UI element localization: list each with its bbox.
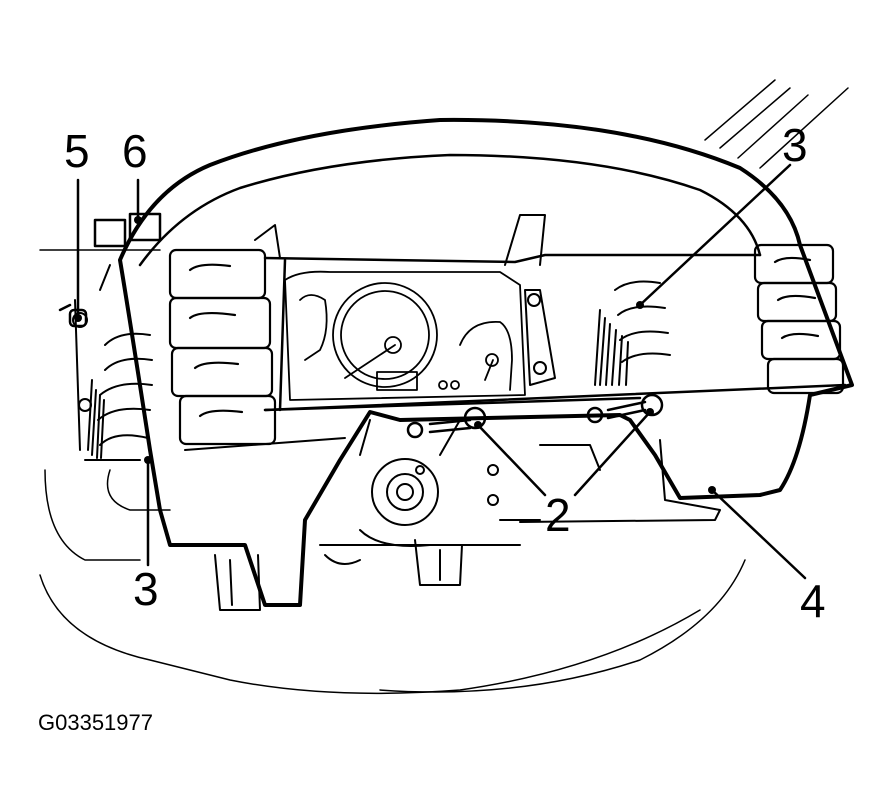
knee-bolster xyxy=(184,437,721,523)
left-connectors xyxy=(72,264,153,461)
left-vent-grille xyxy=(168,248,277,446)
callout-2: 2 xyxy=(545,489,571,541)
right-vent-grille xyxy=(753,243,845,395)
callout-3-left: 3 xyxy=(133,563,159,615)
dashboard-outline xyxy=(39,249,746,695)
leader-dots xyxy=(74,216,716,494)
clips-5-6 xyxy=(58,212,162,328)
callout-4: 4 xyxy=(800,575,826,627)
steering-column xyxy=(214,419,541,611)
gauge-cluster xyxy=(284,270,526,401)
cluster-hood xyxy=(118,117,854,607)
leader-lines xyxy=(76,163,807,580)
windshield-lines xyxy=(704,79,849,169)
callout-3-right: 3 xyxy=(782,119,808,171)
callout-5: 5 xyxy=(64,125,90,177)
figure-id: G03351977 xyxy=(38,710,153,735)
inner-bezel xyxy=(138,153,847,412)
right-connectors xyxy=(594,280,671,386)
center-bracket xyxy=(254,214,556,386)
callout-6: 6 xyxy=(122,125,148,177)
